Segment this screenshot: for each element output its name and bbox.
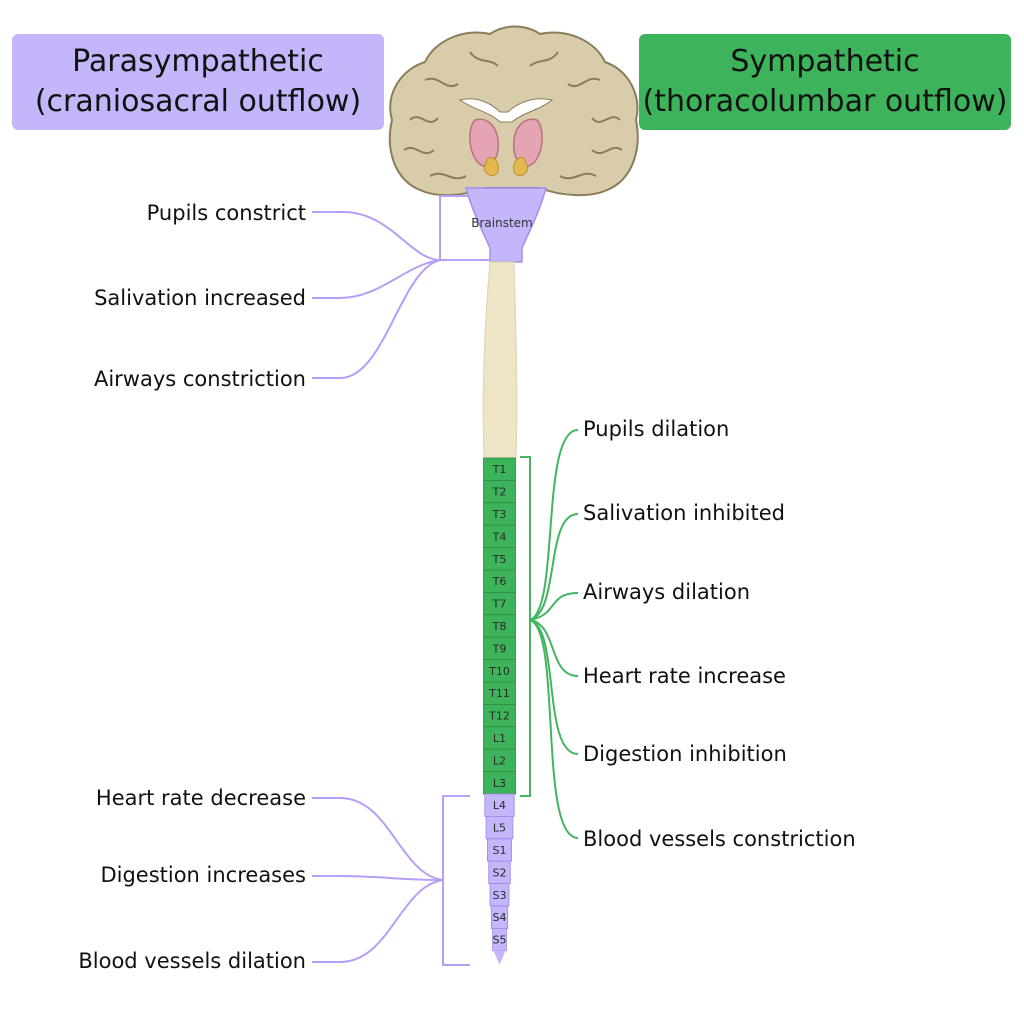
sympathetic-header: Sympathetic (thoracolumbar outflow) — [639, 34, 1011, 130]
sympathetic-subtitle: (thoracolumbar outflow) — [642, 84, 1008, 119]
connector-blood-vessels-constriction — [529, 619, 579, 839]
label-blood-vessels-dilation: Blood vessels dilation — [78, 949, 306, 973]
segment-label-s1: S1 — [493, 844, 507, 857]
connector-blood-vessels-dilation — [312, 879, 444, 963]
parasympathetic-header: Parasympathetic (craniosacral outflow) — [12, 34, 384, 130]
segment-label-l1: L1 — [493, 732, 506, 745]
label-salivation-inhibited: Salivation inhibited — [583, 501, 786, 525]
label-salivation-increased: Salivation increased — [94, 286, 306, 310]
label-blood-vessels-constriction: Blood vessels constriction — [583, 827, 856, 851]
sympathetic-bracket — [520, 456, 531, 797]
segment-label-t12: T12 — [488, 710, 510, 723]
segment-label-l5: L5 — [493, 822, 506, 835]
parasympathetic-title: Parasympathetic — [72, 44, 324, 79]
connector-heart-rate-decrease — [312, 797, 444, 881]
segment-label-t10: T10 — [488, 665, 510, 678]
segment-label-t11: T11 — [488, 687, 510, 700]
connector-pupils-dilation — [529, 429, 579, 621]
label-heart-rate-decrease: Heart rate decrease — [95, 786, 306, 810]
segment-label-t9: T9 — [492, 642, 507, 655]
spinal-segments: T1T2T3T4T5T6T7T8T9T10T11T12L1L2L3L4L5S1S… — [483, 457, 516, 965]
sympathetic-connectors — [520, 429, 579, 839]
connector-pupils-constrict — [312, 210, 441, 261]
cranial-bracket — [439, 195, 490, 261]
parasympathetic-subtitle: (craniosacral outflow) — [34, 84, 362, 119]
segment-label-s3: S3 — [493, 889, 507, 902]
connector-airways-dilation — [529, 592, 579, 621]
segment-label-t1: T1 — [492, 463, 507, 476]
segment-label-t2: T2 — [492, 486, 507, 499]
spinal-cord-cervical — [482, 261, 518, 459]
sympathetic-title: Sympathetic — [730, 44, 920, 79]
segment-label-l3: L3 — [493, 777, 506, 790]
segment-label-t7: T7 — [492, 598, 507, 611]
spinal-cord-tip — [493, 950, 506, 965]
label-pupils-dilation: Pupils dilation — [583, 417, 730, 441]
segment-label-s2: S2 — [493, 866, 507, 879]
label-airways-constriction: Airways constriction — [93, 367, 306, 391]
connector-salivation-increased — [312, 259, 441, 299]
segment-label-t5: T5 — [492, 553, 507, 566]
connector-airways-constriction — [312, 259, 441, 379]
connector-heart-rate-increase — [529, 619, 579, 677]
brain-cortex-folds — [403, 51, 623, 180]
connector-digestion-increases — [312, 875, 444, 881]
segment-label-t4: T4 — [492, 530, 507, 543]
label-digestion-increases: Digestion increases — [100, 863, 306, 887]
segment-label-t3: T3 — [492, 508, 507, 521]
label-airways-dilation: Airways dilation — [583, 580, 751, 604]
segment-label-l2: L2 — [493, 754, 506, 767]
brain-coronal-section: Brainstem — [388, 25, 639, 263]
segment-label-s5: S5 — [493, 934, 507, 947]
segment-label-t8: T8 — [492, 620, 507, 633]
segment-label-s4: S4 — [493, 911, 507, 924]
label-digestion-inhibition: Digestion inhibition — [583, 742, 787, 766]
segment-label-l4: L4 — [493, 799, 506, 812]
connector-digestion-inhibition — [529, 619, 579, 755]
connector-salivation-inhibited — [529, 513, 579, 621]
parasympathetic-cranial-connectors — [312, 195, 490, 379]
segment-label-t6: T6 — [492, 575, 507, 588]
sacral-bracket — [442, 795, 470, 966]
parasympathetic-sacral-connectors — [312, 795, 470, 966]
lateral-ventricles — [458, 98, 554, 123]
brainstem-label: Brainstem — [471, 216, 533, 230]
thalamus — [483, 157, 529, 176]
label-heart-rate-increase: Heart rate increase — [583, 664, 786, 688]
label-pupils-constrict: Pupils constrict — [146, 201, 306, 225]
brainstem — [465, 187, 547, 263]
